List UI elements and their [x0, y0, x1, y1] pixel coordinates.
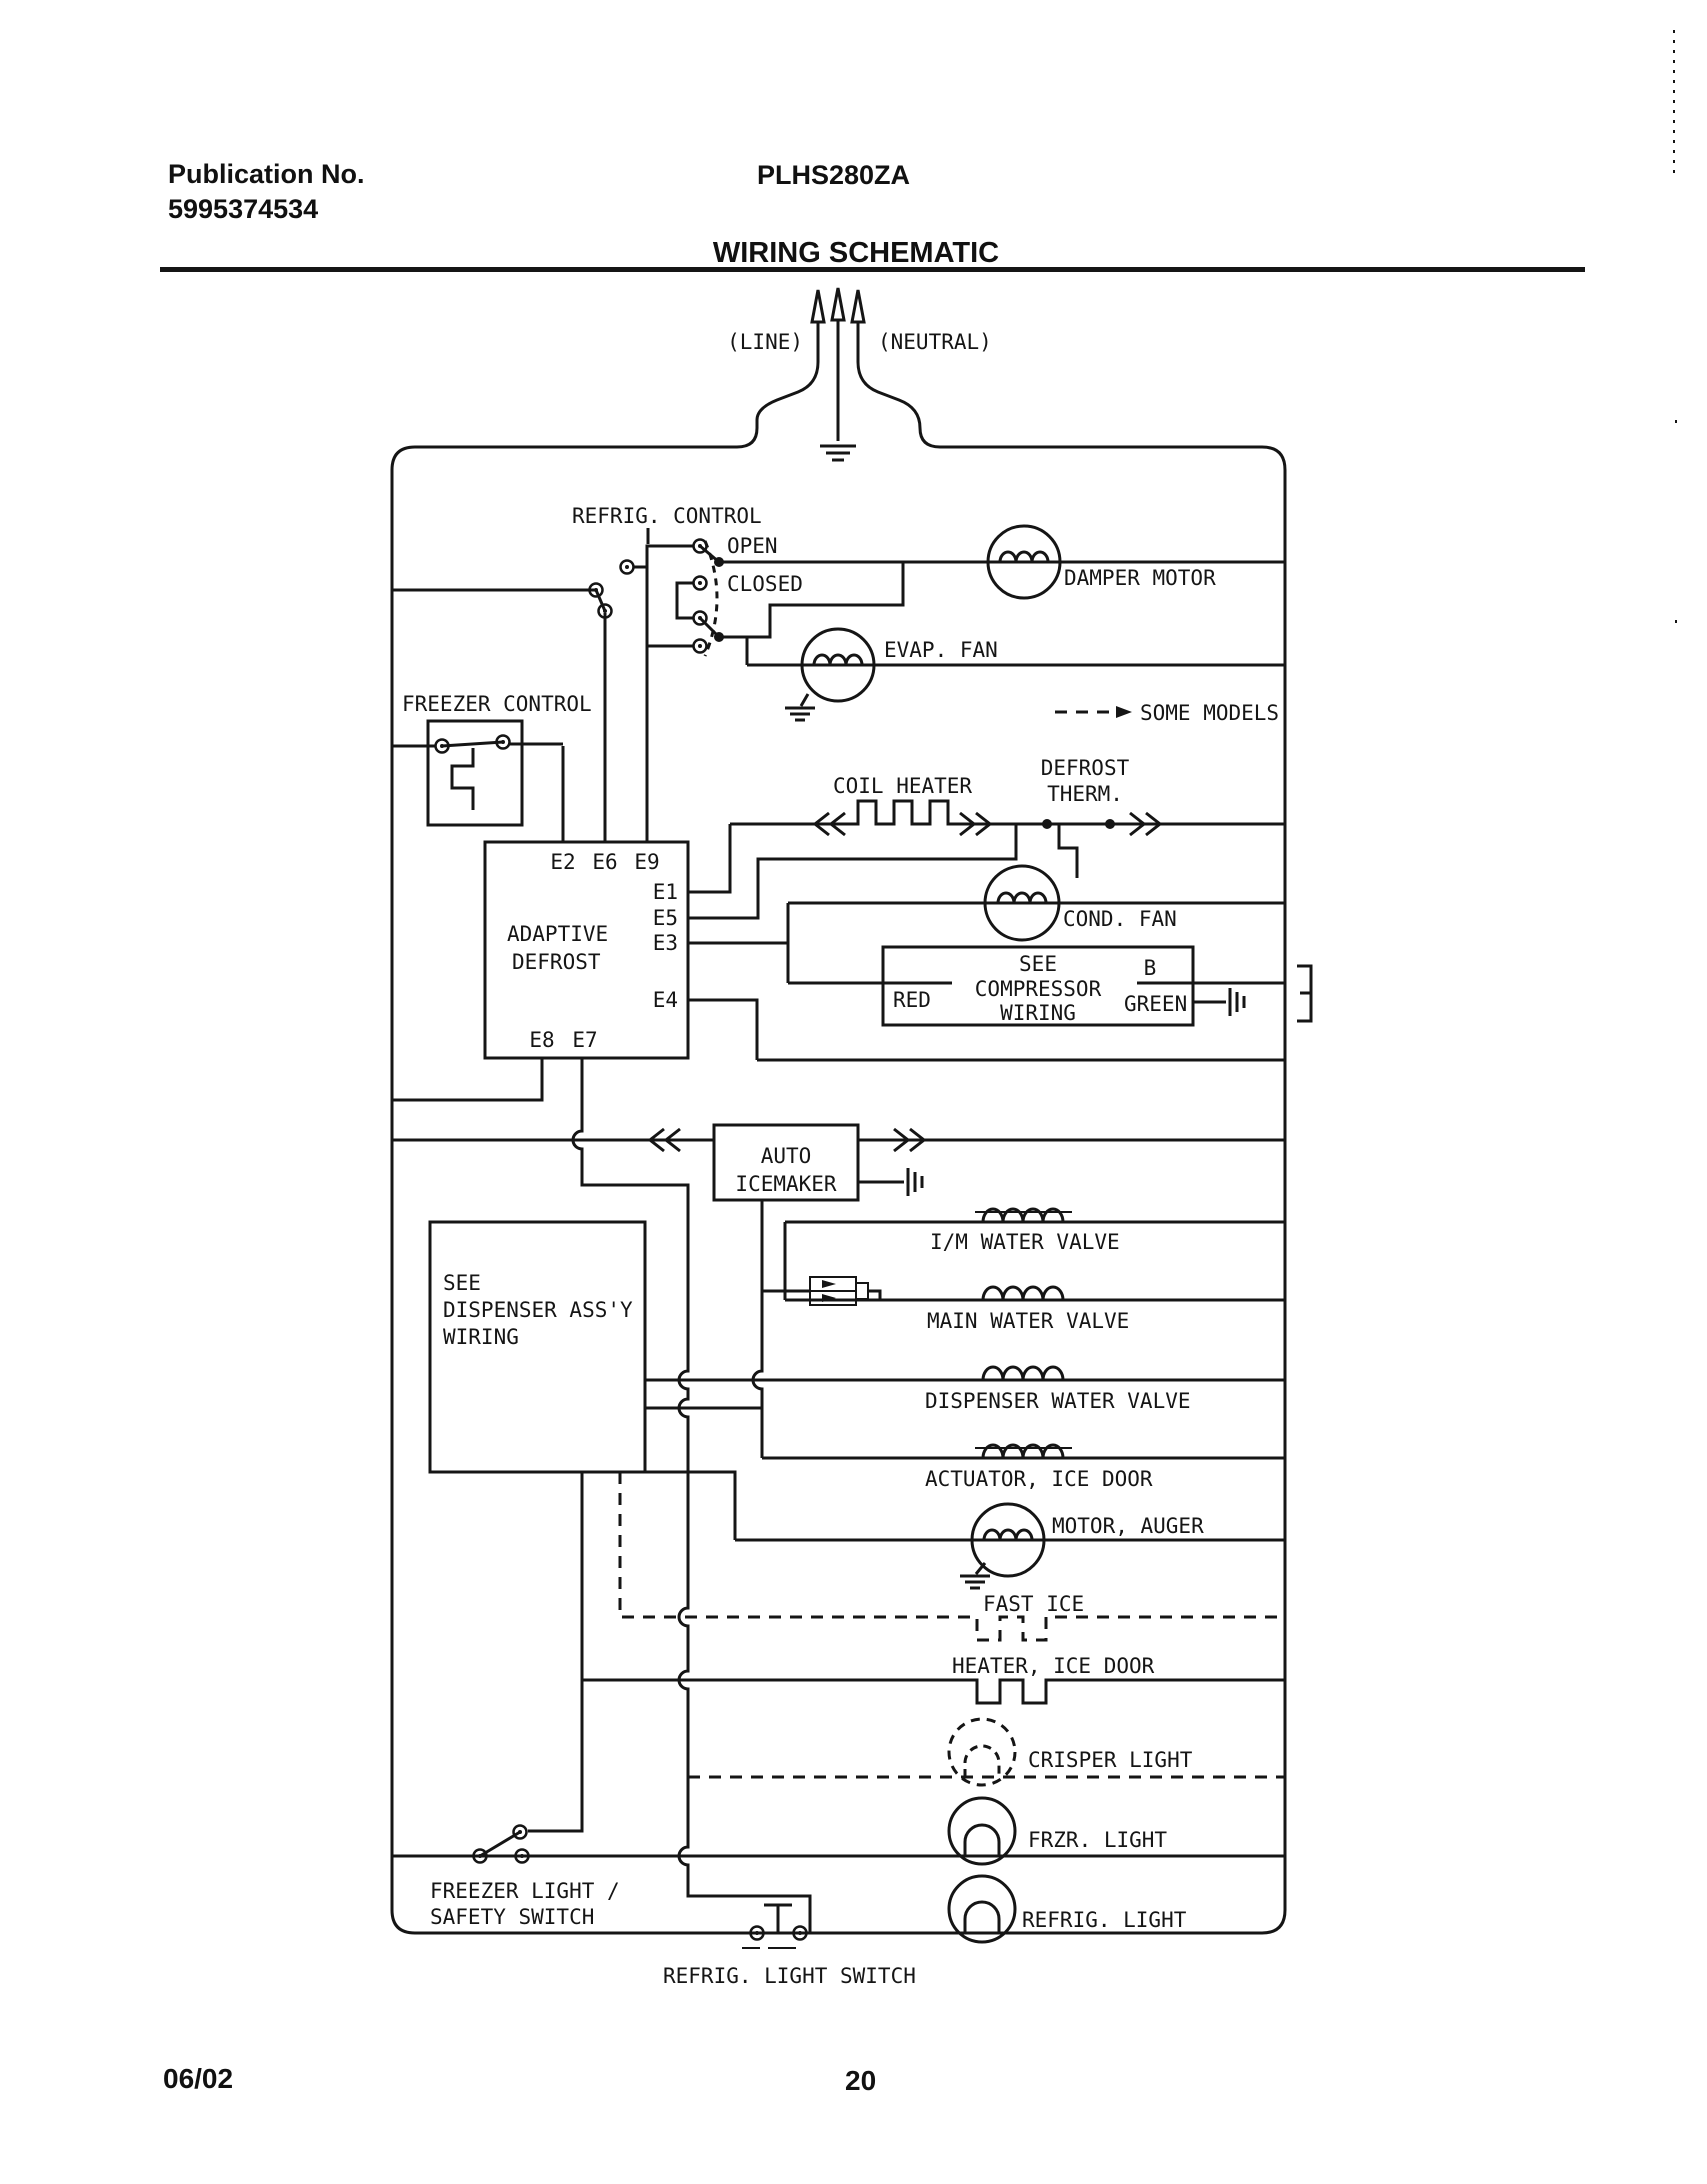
label-icemaker-2: ICEMAKER: [735, 1172, 837, 1196]
defrost-heater-circuit: COIL HEATER DEFROST THERM.: [730, 756, 1285, 878]
valve-coil-icon: [981, 1285, 1065, 1302]
label-closed: CLOSED: [727, 572, 803, 596]
header: Publication No. 5995374534 PLHS280ZA WIR…: [160, 30, 1677, 625]
label-green: GREEN: [1124, 992, 1187, 1016]
label-refrig-light: REFRIG. LIGHT: [1022, 1908, 1187, 1932]
legend-some-models: SOME MODELS: [1055, 701, 1279, 725]
compressor-box: SEE COMPRESSOR WIRING RED B GREEN: [788, 945, 1313, 1027]
refrig-control: REFRIG. CONTROL OPEN CLOSED: [392, 504, 905, 665]
pin-e9: E9: [634, 850, 659, 874]
label-b: B: [1144, 956, 1157, 980]
footer: 06/02 20: [163, 2063, 876, 2096]
ground-icon: [906, 1166, 924, 1198]
label-evap-fan: EVAP. FAN: [884, 638, 998, 662]
evap-fan: EVAP. FAN: [747, 627, 1285, 722]
auto-icemaker: AUTO ICEMAKER: [392, 1123, 1285, 1202]
label-compressor-2: COMPRESSOR: [975, 977, 1102, 1001]
lamp-icon: [963, 1744, 1001, 1779]
switch-arc: [703, 540, 719, 657]
freezer-control: FREEZER CONTROL: [392, 692, 592, 842]
freezer-light-circuit: FRZR. LIGHT FREEZER LIGHT / SAFETY SWITC…: [392, 1472, 1285, 1929]
label-dispenser-2: DISPENSER ASS'Y: [443, 1298, 633, 1322]
label-actuator-ice-door: ACTUATOR, ICE DOOR: [925, 1467, 1153, 1491]
pin-e3: E3: [653, 931, 678, 955]
footer-page-number: 20: [845, 2065, 876, 2096]
label-crisper-light: CRISPER LIGHT: [1028, 1748, 1193, 1772]
label-open: OPEN: [727, 534, 778, 558]
label-icemaker-1: AUTO: [761, 1144, 812, 1168]
label-dispenser-3: WIRING: [443, 1325, 519, 1349]
label-refrig-light-switch: REFRIG. LIGHT SWITCH: [663, 1964, 916, 1988]
valve-coil-icon: [981, 1207, 1065, 1224]
page-title: WIRING SCHEMATIC: [713, 237, 999, 269]
pin-e4: E4: [653, 988, 678, 1012]
label-compressor-1: SEE: [1019, 952, 1057, 976]
heater-ice-door-circuit: HEATER, ICE DOOR: [582, 1654, 1285, 1705]
label-refrig-control: REFRIG. CONTROL: [572, 504, 762, 528]
header-rule: [160, 267, 1585, 272]
ground-icon: [1228, 986, 1246, 1018]
valve-coil-icon: [981, 1443, 1065, 1460]
pin-e6: E6: [592, 850, 617, 874]
label-coil-heater: COIL HEATER: [833, 774, 972, 798]
label-red: RED: [893, 988, 931, 1012]
fast-ice-circuit: FAST ICE: [618, 1472, 1285, 1642]
ground-icon: [818, 444, 858, 462]
lamp-icon: [963, 1823, 1001, 1858]
label-damper-motor: DAMPER MOTOR: [1064, 566, 1216, 590]
label-frzr-light: FRZR. LIGHT: [1028, 1828, 1167, 1852]
publication-number: 5995374534: [168, 194, 318, 224]
label-defrost-therm-1: DEFROST: [1041, 756, 1130, 780]
schematic-border: [390, 445, 1287, 1935]
label-main-water-valve: MAIN WATER VALVE: [927, 1309, 1129, 1333]
damper-motor: DAMPER MOTOR: [719, 524, 1285, 600]
publication-label: Publication No.: [168, 159, 365, 189]
scan-artifact: [1673, 30, 1677, 625]
label-line: (LINE): [727, 330, 803, 354]
label-compressor-3: WIRING: [1000, 1001, 1076, 1025]
dispenser-assembly-box: SEE DISPENSER ASS'Y WIRING: [428, 1220, 647, 1474]
cond-fan: COND. FAN: [788, 864, 1285, 942]
ground-icon: [783, 706, 817, 722]
lamp-icon: [963, 1900, 1001, 1935]
label-adaptive-2: DEFROST: [512, 950, 601, 974]
label-adaptive-1: ADAPTIVE: [507, 922, 608, 946]
auger-motor: MOTOR, AUGER: [645, 1470, 1285, 1590]
pin-e8: E8: [529, 1028, 554, 1052]
model-number: PLHS280ZA: [757, 160, 910, 190]
valve-feed-wiring: [751, 1200, 882, 1458]
valve-coil-icon: [981, 1365, 1065, 1382]
pin-e7: E7: [572, 1028, 597, 1052]
label-heater-ice-door: HEATER, ICE DOOR: [952, 1654, 1155, 1678]
label-freezer-switch-2: SAFETY SWITCH: [430, 1905, 594, 1929]
edge-bracket: [1297, 964, 1313, 1023]
crisper-light: CRISPER LIGHT: [688, 1717, 1285, 1787]
pin-e1: E1: [653, 880, 678, 904]
label-neutral: (NEUTRAL): [878, 330, 992, 354]
label-im-water-valve: I/M WATER VALVE: [930, 1230, 1120, 1254]
pin-e2: E2: [550, 850, 575, 874]
label-dispenser-1: SEE: [443, 1271, 481, 1295]
label-motor-auger: MOTOR, AUGER: [1052, 1514, 1204, 1538]
label-dispenser-water-valve: DISPENSER WATER VALVE: [925, 1389, 1191, 1413]
pin-e5: E5: [653, 906, 678, 930]
power-supply-entry: [736, 286, 941, 462]
label-some-models: SOME MODELS: [1140, 701, 1279, 725]
label-defrost-therm-2: THERM.: [1047, 782, 1123, 806]
label-fast-ice: FAST ICE: [983, 1592, 1084, 1616]
footer-date: 06/02: [163, 2063, 233, 2094]
refrig-light-circuit: REFRIG. LIGHT REFRIG. LIGHT SWITCH: [663, 1874, 1187, 1988]
ground-icon: [958, 1574, 992, 1590]
label-freezer-switch-1: FREEZER LIGHT /: [430, 1879, 620, 1903]
valve-rows: I/M WATER VALVE MAIN WATER VALVE DISPENS…: [645, 1207, 1285, 1491]
label-freezer-control: FREEZER CONTROL: [402, 692, 592, 716]
adaptive-defrost-board: ADAPTIVE DEFROST E2 E6 E9 E1 E5 E3 E4 E8…: [392, 613, 1018, 1933]
label-cond-fan: COND. FAN: [1063, 907, 1177, 931]
